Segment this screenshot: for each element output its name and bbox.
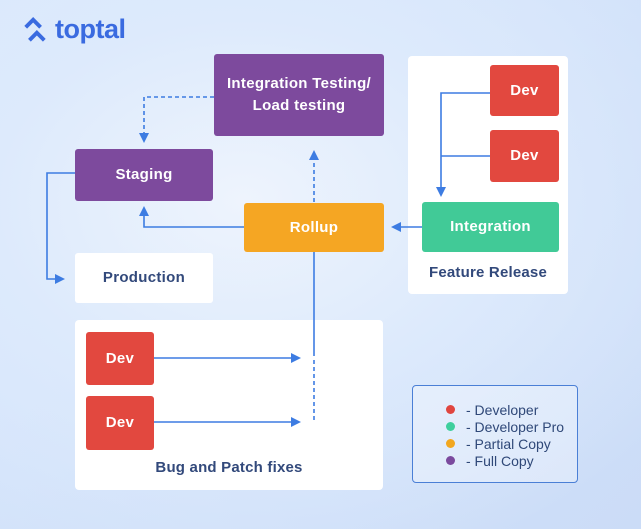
legend-item-developer: - Developer: [446, 401, 577, 418]
production-box: Production: [75, 253, 213, 303]
legend-item-partial-copy: - Partial Copy: [446, 435, 577, 452]
toptal-wordmark: toptal: [55, 14, 126, 44]
legend-label: - Full Copy: [466, 452, 534, 469]
partial-copy-dot-icon: [446, 439, 455, 448]
staging-box: Staging: [75, 149, 213, 201]
feature-dev-bottom-box: Dev: [490, 130, 559, 182]
integration-box: Integration: [422, 202, 559, 252]
integration-testing-line1: Integration Testing/: [226, 75, 372, 93]
legend-item-full-copy: - Full Copy: [446, 452, 577, 469]
legend-label: - Developer: [466, 401, 539, 418]
integration-testing-box: Integration Testing/ Load testing: [214, 54, 384, 136]
wire-staging-to-production: [46, 172, 75, 284]
feature-dev-top-box: Dev: [490, 65, 559, 116]
toptal-mark-icon: [24, 16, 46, 42]
legend-label: - Partial Copy: [466, 435, 551, 452]
developer-dot-icon: [446, 405, 455, 414]
feature-release-title: Feature Release: [428, 264, 548, 281]
bug-dev-bottom-box: Dev: [86, 396, 154, 450]
wire-testing-to-staging: [139, 96, 214, 143]
bug-patch-title: Bug and Patch fixes: [155, 459, 303, 476]
integration-testing-line2: Load testing: [252, 97, 346, 114]
legend-item-developer-pro: - Developer Pro: [446, 418, 577, 435]
bug-dev-top-box: Dev: [86, 332, 154, 385]
rollup-box: Rollup: [244, 203, 384, 252]
full-copy-dot-icon: [446, 456, 455, 465]
legend-label: - Developer Pro: [466, 418, 565, 435]
toptal-logo: toptal: [22, 16, 126, 43]
wire-rollup-to-staging: [139, 206, 244, 228]
legend-box: - Developer - Developer Pro - Partial Co…: [412, 385, 578, 483]
developer-pro-dot-icon: [446, 422, 455, 431]
